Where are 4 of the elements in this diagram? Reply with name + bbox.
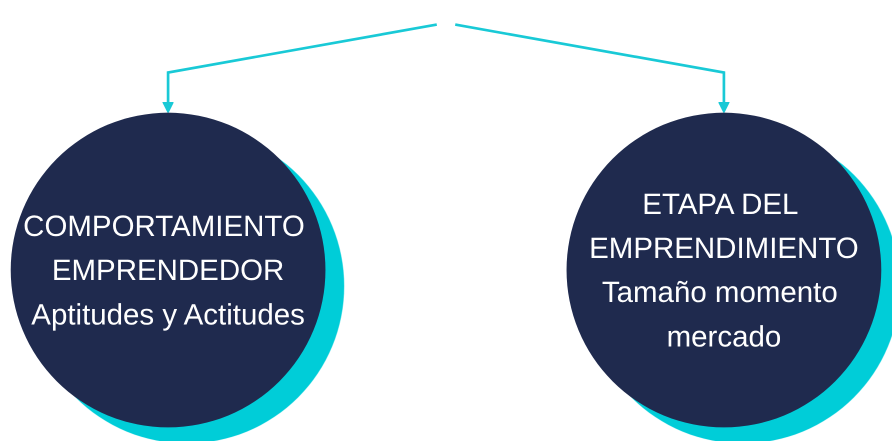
node-circle: ETAPA DEL EMPRENDIMIENTO Tamaño momento mercado <box>566 112 882 428</box>
node-circle: COMPORTAMIENTO EMPRENDEDOR Aptitudes y Actitudes <box>10 112 326 428</box>
arrow <box>455 23 730 114</box>
arrow <box>162 23 437 114</box>
